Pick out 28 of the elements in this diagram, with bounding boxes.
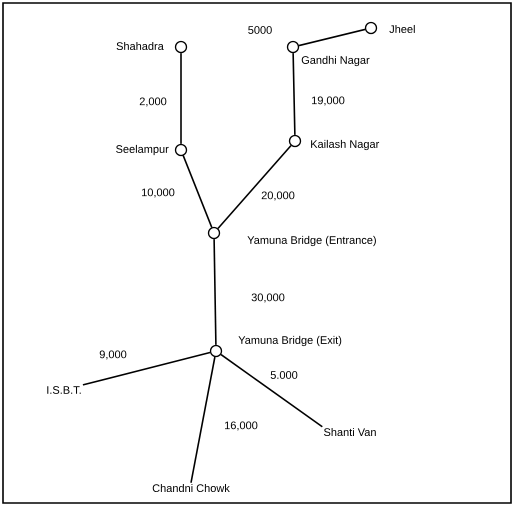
edge-label: 2,000	[138, 96, 168, 108]
route-line	[217, 145, 292, 229]
station-label: Yamuna Bridge (Entrance)	[247, 236, 376, 246]
edge-label: 30,000	[250, 292, 286, 304]
route-line	[82, 352, 210, 386]
route-line	[182, 155, 212, 228]
edge-label: 16,000	[223, 420, 259, 432]
station-label: Yamuna Bridge (Exit)	[238, 336, 342, 346]
edge-label: 5000	[246, 25, 274, 35]
route-line	[180, 53, 182, 144]
edge-label: 9,000	[98, 349, 128, 361]
edge-label: 19,000	[310, 95, 346, 107]
station-label: Jheel	[389, 24, 415, 34]
station-label: Chandni Chowk	[152, 484, 230, 492]
route-line	[190, 356, 216, 483]
route-line	[220, 354, 323, 428]
station-label: Gandhi Nagar	[302, 56, 370, 66]
edge-label: 20,000	[260, 190, 296, 202]
station-label: Shahadra	[116, 42, 164, 50]
station-label: Seelampur	[116, 144, 169, 156]
route-line	[292, 53, 296, 135]
route-line	[213, 239, 217, 345]
station-label: Kailash Nagar	[311, 140, 380, 150]
station-label: Shanti Van	[324, 428, 376, 436]
station-label: I.S.B.T.	[47, 386, 81, 394]
route-line	[298, 28, 366, 46]
edge-label: 5.000	[269, 370, 299, 380]
edge-label: 10,000	[140, 187, 176, 199]
